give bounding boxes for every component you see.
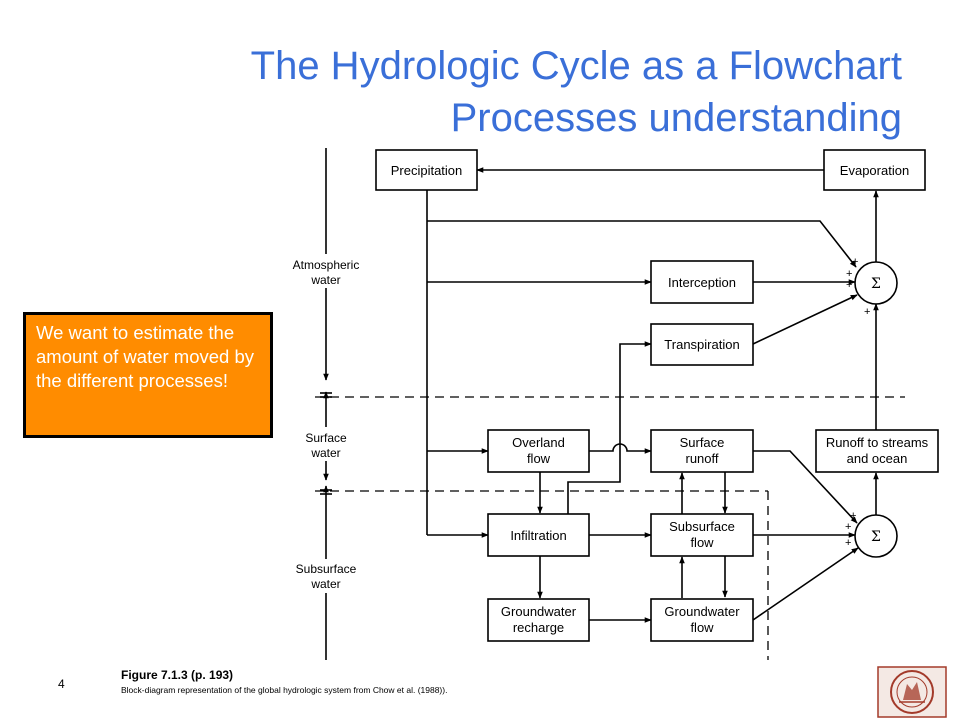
slide-title-line-2: Processes understanding <box>450 96 902 140</box>
box-surface-runoff-label-2: runoff <box>685 451 718 466</box>
box-precipitation: Precipitation <box>375 149 478 191</box>
plus-sign: + <box>846 268 852 280</box>
box-groundwater-flow-label-2: flow <box>690 620 714 635</box>
box-precipitation-label: Precipitation <box>391 163 463 178</box>
sigma-symbol: Σ <box>871 276 881 292</box>
zone-label-surface-water: water <box>310 446 340 460</box>
box-subsurface-flow: Subsurface flow <box>650 513 754 557</box>
plus-sign: + <box>845 537 851 549</box>
summation-node-atmosphere: Σ + + + + <box>846 256 898 318</box>
box-evaporation-label: Evaporation <box>840 163 909 178</box>
box-transpiration-label: Transpiration <box>664 337 739 352</box>
flow-connectors <box>426 167 879 623</box>
box-runoff-to-ocean-label-2: and ocean <box>847 451 908 466</box>
box-surface-runoff: Surface runoff <box>650 429 754 473</box>
box-interception-label: Interception <box>668 275 736 290</box>
box-evaporation: Evaporation <box>823 149 926 191</box>
summation-node-surface: Σ + + + <box>845 510 898 558</box>
figure-title: Figure 7.1.3 (p. 193) <box>121 668 234 682</box>
zone-axis <box>286 148 366 660</box>
sigma-symbol: Σ <box>871 529 881 545</box>
box-groundwater-flow-label-1: Groundwater <box>664 604 740 619</box>
plus-sign: + <box>846 279 852 291</box>
zone-label-atmospheric: Atmospheric <box>293 258 360 272</box>
plus-sign: + <box>845 521 851 533</box>
page-number: 4 <box>58 677 65 691</box>
zone-label-atmospheric-water: water <box>310 273 340 287</box>
figure-caption: Block-diagram representation of the glob… <box>121 685 448 695</box>
zone-label-subsurface-water: water <box>310 577 340 591</box>
plus-sign: + <box>850 510 856 522</box>
box-runoff-to-ocean: Runoff to streams and ocean <box>815 429 939 473</box>
box-surface-runoff-label-1: Surface <box>680 435 725 450</box>
box-groundwater-recharge-label-1: Groundwater <box>501 604 577 619</box>
zone-label-subsurface: Subsurface <box>296 562 357 576</box>
box-groundwater-recharge-label-2: recharge <box>513 620 564 635</box>
callout-box: We want to estimate the amount of water … <box>23 312 273 438</box>
box-groundwater-flow: Groundwater flow <box>650 598 754 642</box>
box-interception: Interception <box>650 260 754 304</box>
box-transpiration: Transpiration <box>650 323 754 366</box>
box-groundwater-recharge: Groundwater recharge <box>487 598 590 642</box>
zone-label-surface: Surface <box>305 431 347 445</box>
box-subsurface-flow-label-2: flow <box>690 535 714 550</box>
box-overland-flow-label-1: Overland <box>512 435 565 450</box>
box-runoff-to-ocean-label-1: Runoff to streams <box>826 435 929 450</box>
box-overland-flow: Overland flow <box>487 429 590 473</box>
box-overland-flow-label-2: flow <box>527 451 551 466</box>
plus-sign: + <box>864 306 870 318</box>
box-infiltration: Infiltration <box>487 513 590 557</box>
university-seal-icon <box>877 666 947 718</box>
box-infiltration-label: Infiltration <box>510 528 566 543</box>
box-subsurface-flow-label-1: Subsurface <box>669 519 735 534</box>
slide-title-line-1: The Hydrologic Cycle as a Flowchart <box>250 44 902 88</box>
plus-sign: + <box>852 256 858 268</box>
